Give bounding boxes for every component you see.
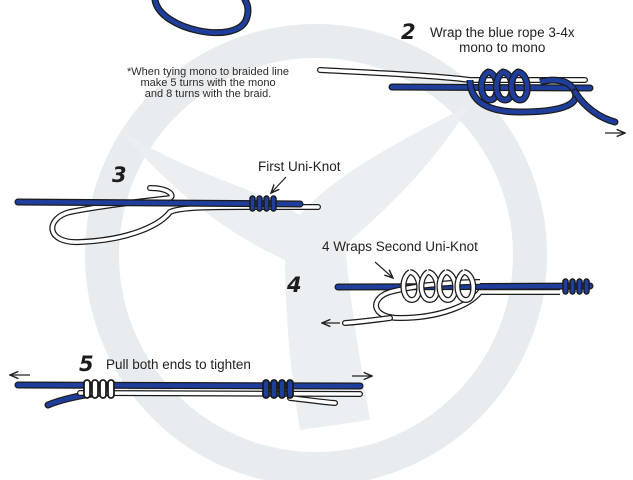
step5-number: 5 bbox=[79, 352, 94, 376]
step4-pointer-arrow-icon bbox=[374, 261, 393, 278]
tuna-tail-watermark-icon bbox=[85, 24, 547, 480]
step4-illustration bbox=[322, 261, 594, 323]
step4-label: 4 Wraps Second Uni-Knot bbox=[322, 239, 478, 254]
step2-illustration bbox=[317, 67, 625, 133]
step2-note-line1: *When tying mono to braided line bbox=[126, 66, 290, 78]
step3-label: First Uni-Knot bbox=[258, 159, 341, 174]
step3-number: 3 bbox=[112, 163, 127, 187]
step1-loop-remnant bbox=[151, 0, 252, 37]
step2-note-line2: make 5 turns with the mono bbox=[140, 77, 276, 89]
step2-instruction-line1: Wrap the blue rope 3-4x bbox=[430, 25, 575, 40]
step5-instruction: Pull both ends to tighten bbox=[106, 357, 251, 372]
step3-pointer-arrow-icon bbox=[271, 176, 287, 193]
step5-illustration bbox=[10, 375, 372, 409]
step2-instruction: Wrap the blue rope 3-4x mono to mono bbox=[430, 25, 575, 55]
step2-note: *When tying mono to braided line make 5 … bbox=[108, 67, 308, 100]
step2-number: 2 bbox=[401, 20, 416, 44]
step4-number: 4 bbox=[287, 273, 302, 297]
step2-note-line3: and 8 turns with the braid. bbox=[144, 88, 272, 100]
step2-instruction-line2: mono to mono bbox=[459, 40, 546, 55]
step3-illustration bbox=[14, 176, 321, 246]
